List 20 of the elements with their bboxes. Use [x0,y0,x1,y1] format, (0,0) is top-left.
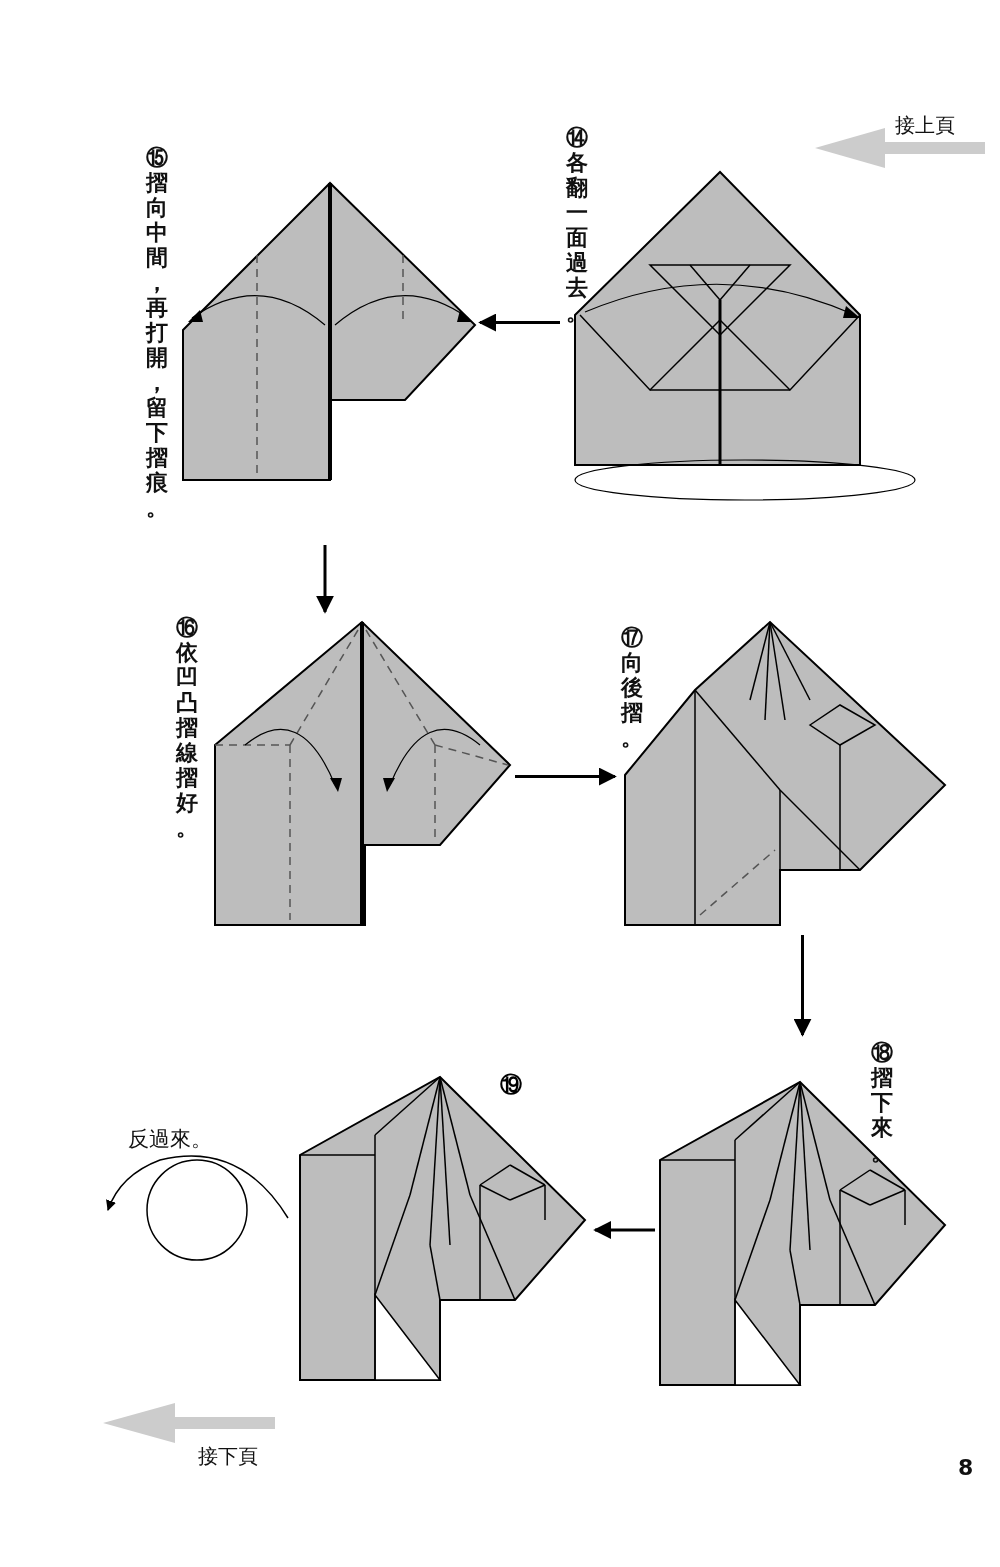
arrow [515,767,617,786]
continuation-note: 接上頁 [895,112,955,139]
step-instruction: 摺向中間，再打開，留下摺痕。 [145,170,169,520]
step-number: ⑲ [500,1072,522,1097]
step-number: ⑱ [870,1040,894,1065]
arrow [593,1221,655,1239]
arrow [316,545,334,614]
arrow [478,313,560,332]
step-instruction: 各翻一面過去。 [565,150,589,325]
step-instruction: 依凹凸摺線摺好。 [175,640,199,840]
step-instruction: 摺下來。 [870,1065,894,1165]
instruction-text: 反過來。 [128,1126,212,1153]
page-number: 8 [958,1455,974,1480]
step-number: ⑭ [565,125,589,150]
step-number: ⑮ [145,145,169,170]
step-number: ⑯ [175,615,199,640]
step-number: ⑰ [620,625,644,650]
arrow [793,935,812,1037]
step-instruction: 向後摺。 [620,650,644,750]
continuation-note: 接下頁 [198,1443,258,1470]
